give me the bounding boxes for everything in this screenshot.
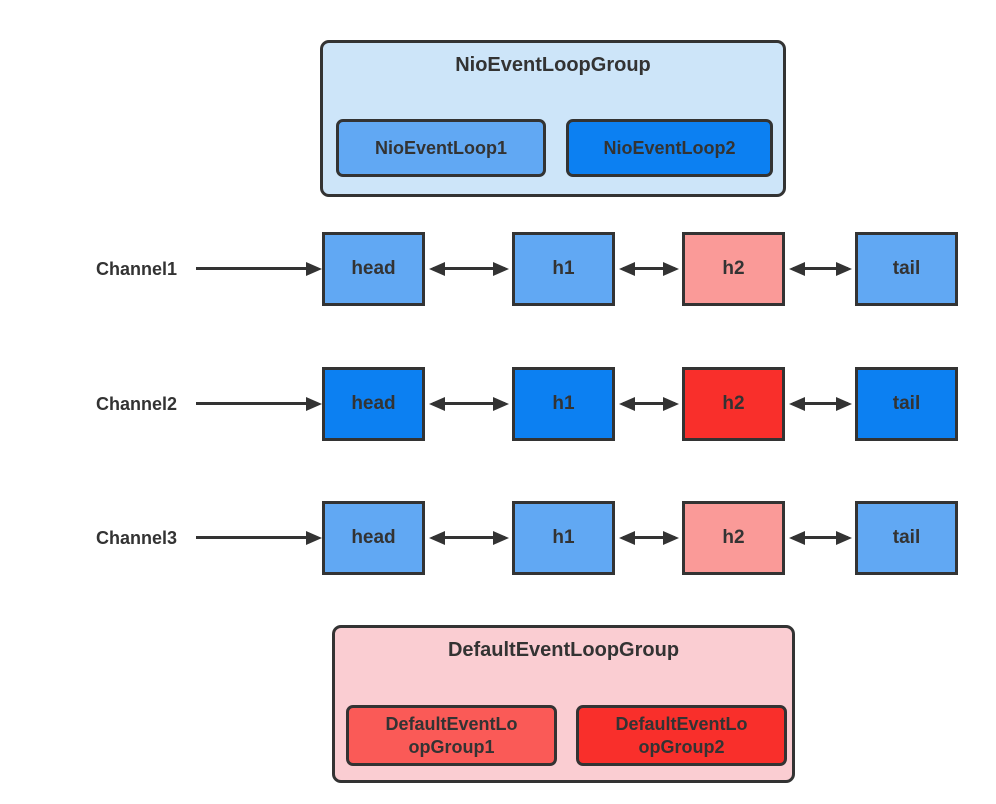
channel1-node-h1: h1	[512, 232, 615, 306]
channel1-row: Channel1 head h1 h2 tail	[0, 232, 996, 306]
channel2-node-h1: h1	[512, 367, 615, 441]
channel1-link-head-h1	[429, 262, 509, 276]
nio-event-loop-2-box: NioEventLoop2	[566, 119, 773, 177]
channel1-node-tail: tail	[855, 232, 958, 306]
default-event-loop-group-2-box: DefaultEventLo opGroup2	[576, 705, 787, 766]
channel1-arrow	[196, 262, 322, 276]
channel2-link-h2-tail	[789, 397, 852, 411]
channel2-link-h1-h2	[619, 397, 679, 411]
channel3-arrow	[196, 531, 322, 545]
channel2-link-head-h1	[429, 397, 509, 411]
channel1-label: Channel1	[96, 258, 178, 279]
nio-event-loop-1-box: NioEventLoop1	[336, 119, 546, 177]
channel3-label: Channel3	[96, 527, 178, 548]
default-event-loop-group-1-box: DefaultEventLo opGroup1	[346, 705, 557, 766]
channel2-node-head: head	[322, 367, 425, 441]
channel2-row: Channel2 head h1 h2 tail	[0, 367, 996, 441]
channel1-node-h2: h2	[682, 232, 785, 306]
channel3-node-head: head	[322, 501, 425, 575]
channel3-node-h2: h2	[682, 501, 785, 575]
channel2-node-tail: tail	[855, 367, 958, 441]
channel3-row: Channel3 head h1 h2 tail	[0, 501, 996, 575]
channel1-link-h2-tail	[789, 262, 852, 276]
channel3-link-head-h1	[429, 531, 509, 545]
default-event-loop-group-title: DefaultEventLoopGroup	[447, 639, 680, 661]
channel2-node-h2: h2	[682, 367, 785, 441]
channel1-link-h1-h2	[619, 262, 679, 276]
channel2-arrow	[196, 397, 322, 411]
default-event-loop-group-box: DefaultEventLoopGroup DefaultEventLo opG…	[332, 625, 795, 783]
channel2-label: Channel2	[96, 393, 178, 414]
nio-event-loop-group-box: NioEventLoopGroup NioEventLoop1 NioEvent…	[320, 40, 786, 197]
nio-event-loop-group-title: NioEventLoopGroup	[455, 54, 651, 76]
channel3-link-h2-tail	[789, 531, 852, 545]
channel3-link-h1-h2	[619, 531, 679, 545]
channel3-node-h1: h1	[512, 501, 615, 575]
channel1-node-head: head	[322, 232, 425, 306]
channel3-node-tail: tail	[855, 501, 958, 575]
